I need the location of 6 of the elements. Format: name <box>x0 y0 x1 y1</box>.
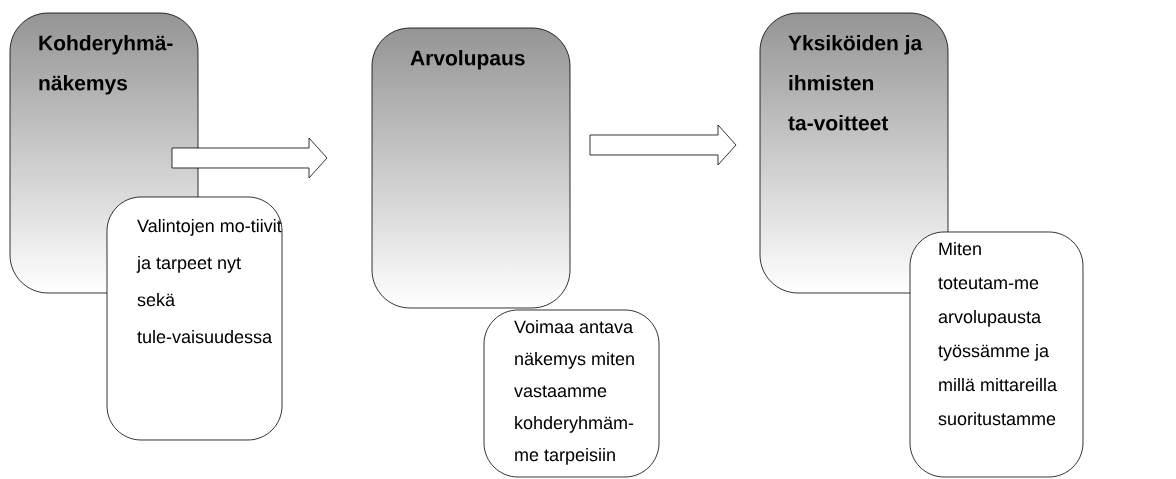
description-box: Miten toteutam-me arvolupausta työssämme ja millä mittareilla suoritustamme <box>909 231 1084 478</box>
block-arrow <box>589 124 737 166</box>
block-arrow <box>171 137 328 179</box>
description-box: Valintojen mo-tiivit ja tarpeet nyt sekä tule-vaisuudessa <box>106 196 283 441</box>
heading-box: Arvolupaus <box>371 27 571 309</box>
description-box: Voimaa antava näkemys miten vastaamme kohderyhmäm-me tarpeisiin <box>483 309 660 478</box>
